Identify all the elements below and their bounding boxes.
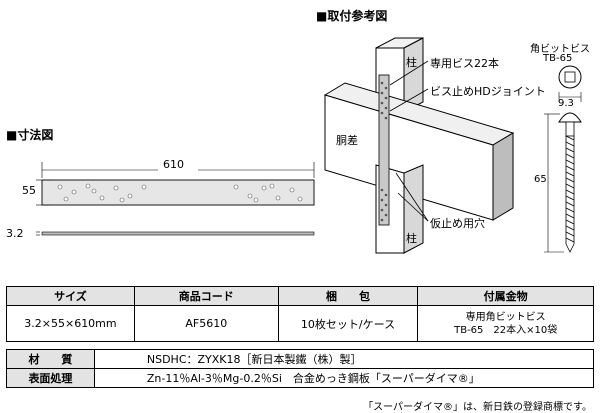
screw-title: 角ビットビス	[530, 44, 590, 55]
dims-title: ■寸法図	[6, 128, 54, 142]
material-table: 材 質 NSDHC：ZYXK18［新日本製鐵（株）製］ 表面処理 Zn-11％A…	[6, 349, 595, 388]
dim-width: 55	[22, 184, 36, 197]
square-drive-icon	[564, 71, 576, 83]
screw-length-dim: 65	[534, 174, 547, 185]
header-size: サイズ	[6, 286, 135, 306]
screw-model: TB-65	[543, 53, 573, 64]
accessory-line1: 専用角ビットビス	[465, 311, 546, 323]
dim-length: 610	[163, 158, 184, 171]
header-packing: 梱 包	[277, 286, 419, 306]
material-label: 材 質	[6, 349, 95, 369]
screw-head-side	[558, 112, 582, 123]
plate-front-view	[41, 179, 315, 206]
material-value: NSDHC：ZYXK18［新日本製鐵（株）製］	[93, 349, 595, 369]
beam-side-face	[492, 132, 514, 221]
header-accessory: 付属金物	[417, 286, 594, 306]
cell-code: AF5610	[133, 305, 279, 342]
footnote: 「スーパーダイマ®」は、新日鉄の登録商標です。	[363, 402, 592, 413]
screw-diagram	[544, 65, 582, 253]
plate-holes-front	[57, 183, 303, 203]
accessory-line2: TB-65 22本入×10袋	[454, 324, 558, 336]
dims-diagram	[36, 162, 315, 236]
finish-label: 表面処理	[6, 368, 95, 388]
finish-value: Zn-11％Al-3％Mg-0.2％Si 合金めっき鋼板「スーパーダイマ®」	[93, 368, 595, 388]
screw-thread	[565, 135, 575, 253]
table-row: 3.2×55×610mm AF5610 10枚セット/ケース 専用角ビットビス …	[6, 305, 594, 342]
callout-joint: ビス止めHDジョイント	[430, 85, 546, 98]
screw-head-dim: 9.3	[558, 98, 574, 109]
beam-label: 胴差	[336, 134, 358, 147]
header-code: 商品コード	[133, 286, 279, 306]
plate-side-view	[41, 231, 315, 236]
plate-holes	[380, 81, 388, 222]
screw-shank	[565, 121, 575, 137]
callout-screw: 専用ビス22本	[430, 57, 499, 70]
cell-accessory: 専用角ビットビス TB-65 22本入×10袋	[417, 305, 594, 342]
cell-size: 3.2×55×610mm	[6, 305, 135, 342]
cell-packing: 10枚セット/ケース	[277, 305, 419, 342]
pillar-label-upper: 柱	[406, 56, 417, 69]
pillar-label-lower: 柱	[406, 232, 417, 245]
pillar-side-lower	[403, 164, 424, 254]
hd-joint-plate	[378, 74, 390, 226]
mount-title: ■取付参考図	[316, 9, 388, 23]
mount-diagram	[323, 37, 515, 254]
dim-thickness: 3.2	[6, 227, 24, 240]
callout-hole: 仮止め用穴	[430, 217, 485, 230]
spec-table: サイズ 商品コード 梱 包 付属金物 3.2×55×610mm AF5610 1…	[6, 286, 594, 342]
